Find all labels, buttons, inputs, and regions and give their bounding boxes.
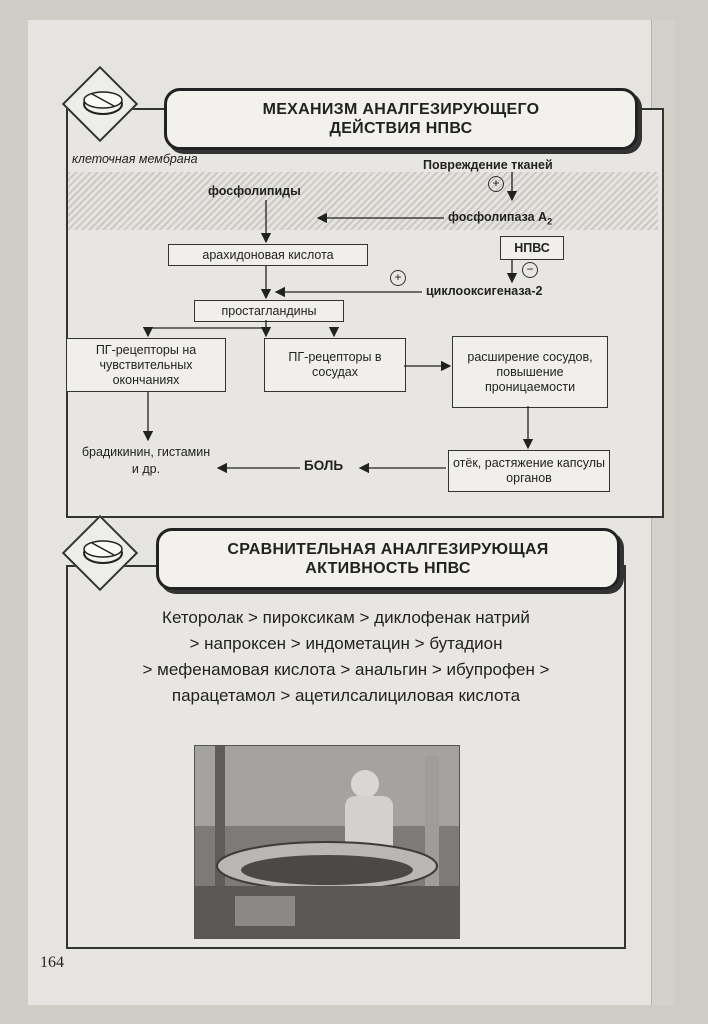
tissue-damage-label: Повреждение тканей [423,158,553,172]
minus-sign-cox: − [522,262,538,278]
flow-arrows [142,172,534,474]
phospholipase-text: фосфолипаза A [448,210,548,224]
phospholipase-subscript: 2 [547,216,553,227]
bradykinin-label: брадикинин, гистамин и др. [80,444,212,478]
cox2-label: циклооксигеназа-2 [426,284,543,298]
activity-ranking: Кеторолак > пироксикам > диклофенак натр… [68,605,624,709]
pain-label: БОЛЬ [304,458,344,473]
phospholipase-label: фосфолипаза A2 [448,210,552,230]
section-title: СРАВНИТЕЛЬНАЯ АНАЛГЕЗИРУЮЩАЯ АКТИВНОСТЬ … [156,528,620,590]
phospholipids-label: фосфолипиды [208,184,301,198]
prostaglandins-box: простагландины [194,300,344,322]
vasodilation-box: расширение сосудов, повышение проницаемо… [452,336,608,408]
ranking-line: > напроксен > индометацин > бутадион [189,634,503,653]
title-line: ДЕЙСТВИЯ НПВС [329,120,473,137]
arachidonic-acid-box: арахидоновая кислота [168,244,368,266]
pg-receptors-vessels-box: ПГ-рецепторы в сосудах [264,338,406,392]
comparison-panel: Кеторолак > пироксикам > диклофенак натр… [66,565,626,949]
section-title: МЕХАНИЗМ АНАЛГЕЗИРУЮЩЕГО ДЕЙСТВИЯ НПВС [164,88,638,150]
title-line: АКТИВНОСТЬ НПВС [305,560,471,577]
lab-photo-image [195,746,459,938]
nsaid-box: НПВС [500,236,564,260]
membrane-band [68,172,658,230]
title-line: МЕХАНИЗМ АНАЛГЕЗИРУЮЩЕГО [262,101,540,118]
ranking-line: > мефенамовая кислота > анальгин > ибупр… [142,660,550,679]
pill-icon [83,91,123,115]
page-number: 164 [40,954,64,971]
edema-box: отёк, растяжение капсулы органов [448,450,610,492]
ranking-line: парацетамол > ацетилсалициловая кислота [171,686,521,705]
title-line: СРАВНИТЕЛЬНАЯ АНАЛГЕЗИРУЮЩАЯ [227,541,549,558]
ranking-line: Кеторолак > пироксикам > диклофенак натр… [162,608,530,627]
pill-icon [83,540,123,564]
plus-sign-phospholipase: + [488,176,504,192]
book-page: МЕХАНИЗМ АНАЛГЕЗИРУЮЩЕГО ДЕЙСТВИЯ НПВС к… [28,20,674,1005]
membrane-label: клеточная мембрана [72,152,198,166]
bradykinin-text: брадикинин, гистамин и др. [81,445,211,476]
lab-photo [194,745,460,939]
pg-receptors-nerve-box: ПГ-рецепторы на чувствительных окончания… [66,338,226,392]
plus-sign-cox: + [390,270,406,286]
